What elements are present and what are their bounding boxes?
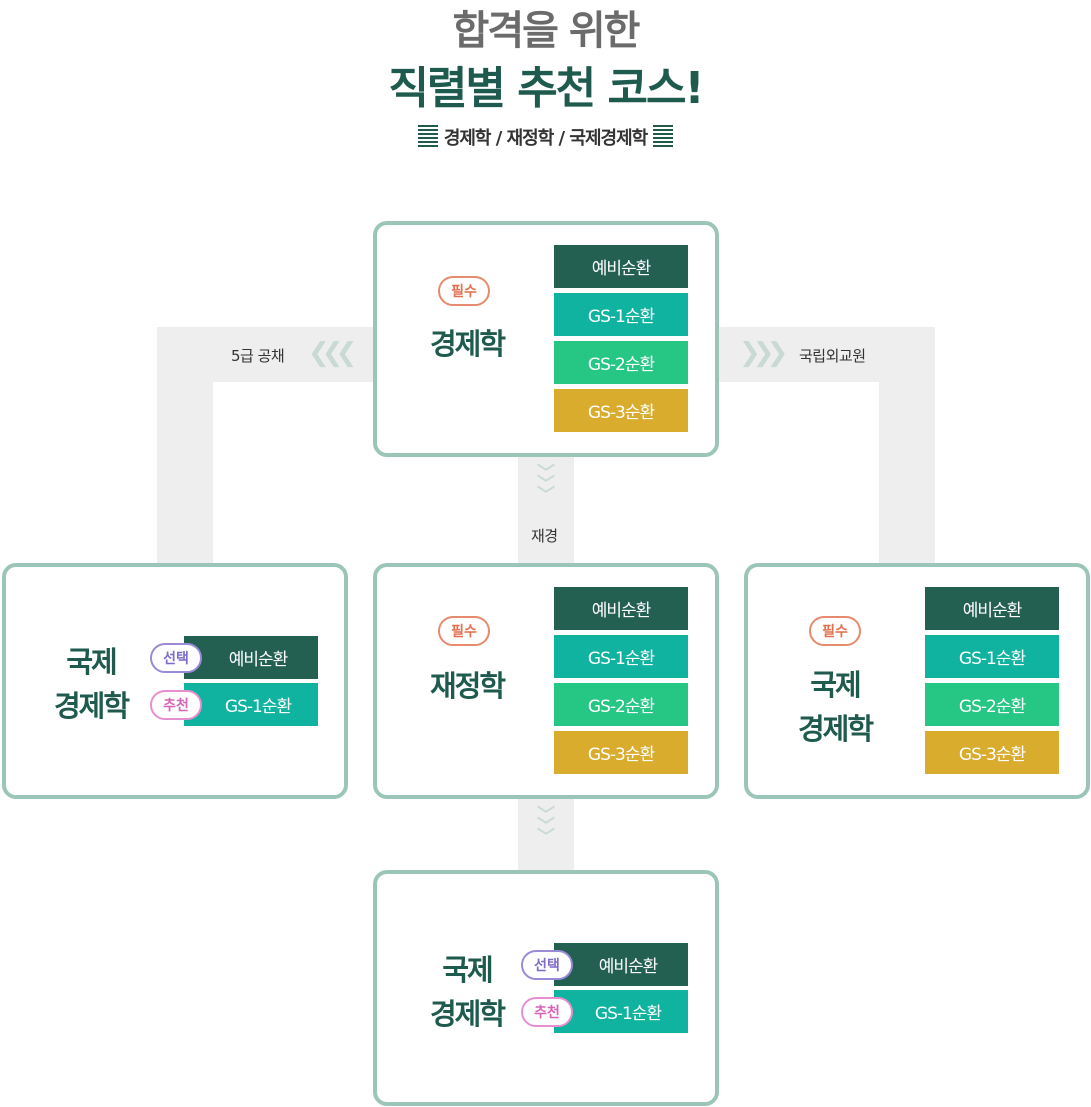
subtitle-text: 경제학 / 재정학 / 국제경제학: [443, 128, 648, 149]
title-line-1: 합격을 위한: [452, 8, 641, 54]
connector-right-label: 국립외교원: [799, 347, 866, 365]
required-badge: 필수: [809, 616, 861, 646]
elective-badge: 선택: [150, 643, 202, 673]
course-box-public-finance: 필수 재정학 예비순환 GS-1순환 GS-2순환 GS-3순환: [373, 563, 719, 799]
connector-middle-vertical: [518, 452, 574, 567]
connector-down-label: 재경: [531, 527, 558, 545]
course-box-intl-economics-left: 국제 경제학 선택 예비순환 추천 GS-1순환: [2, 563, 348, 799]
course-gs1[interactable]: GS-1순환: [184, 683, 318, 726]
connector-left-vertical: [157, 327, 213, 567]
lines-icon: [417, 125, 438, 149]
subject-title: 경제학: [429, 327, 506, 361]
subject-line-1: 국제: [442, 953, 493, 987]
connector-bottom-vertical: [518, 794, 574, 874]
lines-icon: [653, 125, 674, 149]
course-gs2[interactable]: GS-2순환: [925, 683, 1059, 726]
subject-line-2: 경제학: [797, 712, 874, 746]
course-gs1[interactable]: GS-1순환: [554, 293, 688, 336]
required-badge: 필수: [438, 616, 490, 646]
recommended-badge: 추천: [150, 690, 202, 720]
title-line-2: 직렬별 추천 코스!: [388, 63, 704, 114]
required-badge: 필수: [438, 276, 490, 306]
course-box-intl-economics-bottom: 국제 경제학 선택 예비순환 추천 GS-1순환: [373, 870, 719, 1106]
course-box-intl-economics-right: 필수 국제 경제학 예비순환 GS-1순환 GS-2순환 GS-3순환: [744, 563, 1090, 799]
course-prep[interactable]: 예비순환: [554, 587, 688, 630]
chevron-right-icon: ❯❯❯: [739, 338, 788, 368]
chevron-down-icon: ﹀﹀﹀: [537, 463, 555, 506]
connector-left-label: 5급 공채: [231, 347, 285, 365]
subject-title: 국제 경제학: [412, 948, 522, 1036]
subject-line-1: 국제: [66, 645, 117, 679]
chevron-left-icon: ❮❮❮: [308, 338, 357, 368]
recommended-badge: 추천: [521, 997, 573, 1027]
course-prep[interactable]: 예비순환: [925, 587, 1059, 630]
subtitle: 경제학 / 재정학 / 국제경제학: [0, 124, 1091, 150]
course-gs1[interactable]: GS-1순환: [554, 635, 688, 678]
course-prep[interactable]: 예비순환: [554, 943, 688, 986]
subject-title: 재정학: [429, 669, 506, 703]
course-gs1[interactable]: GS-1순환: [554, 990, 688, 1033]
course-prep[interactable]: 예비순환: [554, 245, 688, 288]
subject-title: 국제 경제학: [36, 640, 146, 728]
course-gs2[interactable]: GS-2순환: [554, 683, 688, 726]
course-gs3[interactable]: GS-3순환: [554, 389, 688, 432]
connector-right-vertical: [879, 327, 935, 567]
chevron-down-icon: ﹀﹀﹀: [537, 805, 555, 848]
course-gs3[interactable]: GS-3순환: [925, 731, 1059, 774]
subject-line-1: 국제: [810, 668, 861, 702]
subject-title: 국제 경제학: [780, 663, 890, 751]
subject-line-2: 경제학: [429, 997, 506, 1031]
subject-line-2: 경제학: [53, 689, 130, 723]
course-prep[interactable]: 예비순환: [184, 636, 318, 679]
course-gs3[interactable]: GS-3순환: [554, 731, 688, 774]
course-box-economics: 필수 경제학 예비순환 GS-1순환 GS-2순환 GS-3순환: [373, 221, 719, 457]
elective-badge: 선택: [521, 950, 573, 980]
course-gs1[interactable]: GS-1순환: [925, 635, 1059, 678]
course-gs2[interactable]: GS-2순환: [554, 341, 688, 384]
